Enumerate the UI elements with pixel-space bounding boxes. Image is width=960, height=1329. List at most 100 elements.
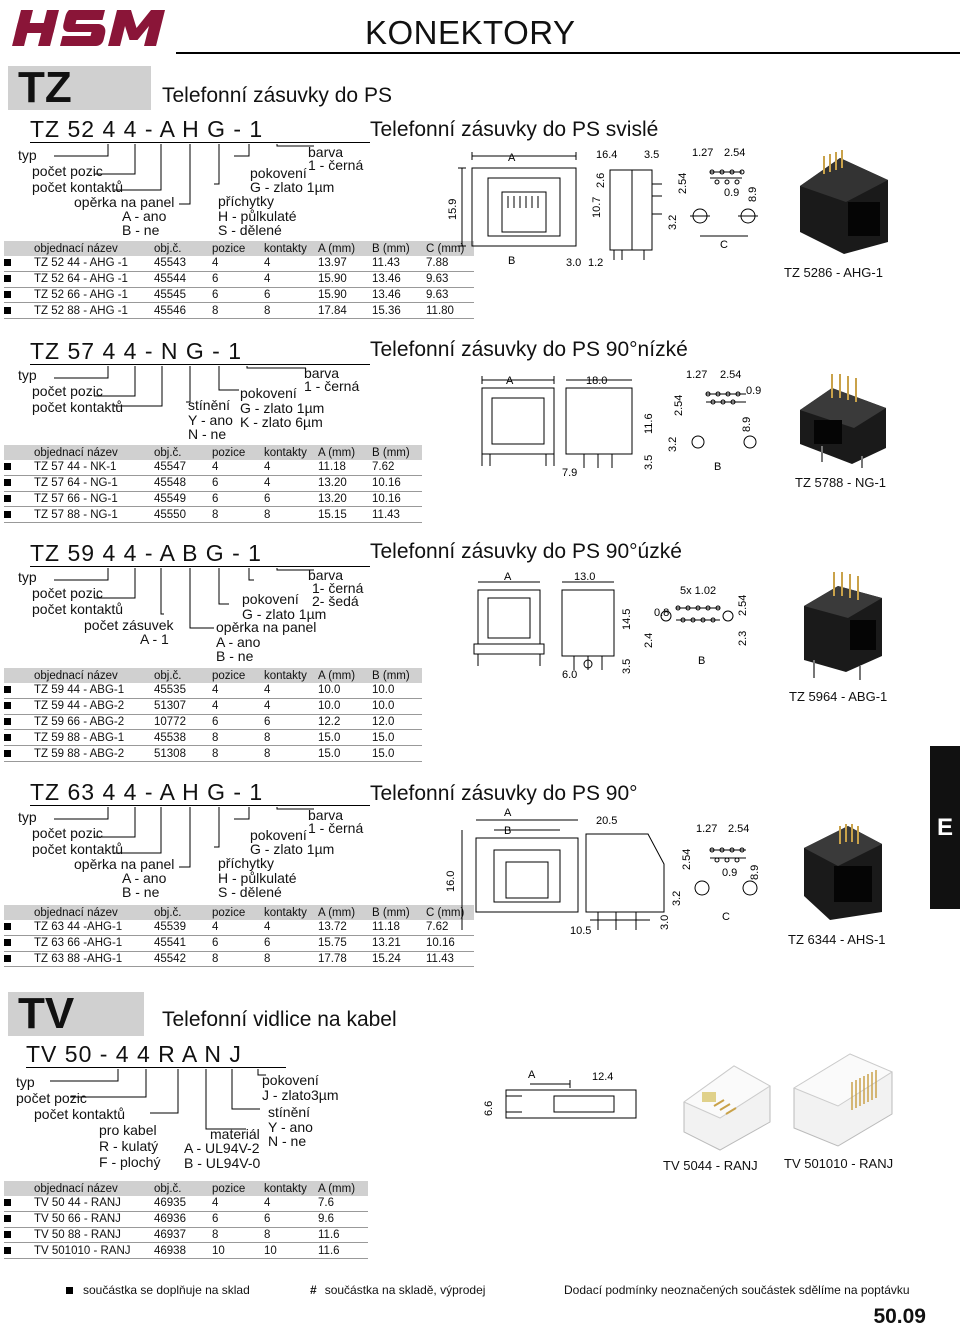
col-header: A (mm) — [314, 668, 368, 683]
category-subtitle: Telefonní zásuvky do PS — [162, 84, 392, 107]
label-operka: opěrka na panel — [74, 194, 175, 210]
order-code-tz63: TZ 63 4 4 - A H G - 1 — [30, 779, 264, 805]
product-caption: TV 501010 - RANJ — [784, 1156, 894, 1171]
col-header: kontakty — [260, 905, 314, 920]
header-rule — [176, 52, 960, 54]
dim-label: 0.9 — [724, 187, 739, 199]
col-header: pozice — [208, 241, 260, 256]
product-photo-tv5044 — [683, 1065, 771, 1151]
dim-label: 2.54 — [673, 395, 685, 416]
label-pocet-kontaktu: počet kontaktů — [32, 399, 124, 415]
label-stineni-n: N - ne — [268, 1133, 307, 1149]
dim-b-label: B — [698, 655, 705, 667]
dim-label: 10.5 — [570, 925, 591, 937]
col-header: C (mm) — [422, 241, 474, 256]
stock-bullet-icon — [4, 954, 11, 962]
dim-label: 6.6 — [484, 1101, 495, 1116]
spec-table-tv50: objednací název obj.č. pozice kontakty A… — [4, 1181, 368, 1260]
order-code-tz57: TZ 57 4 4 - N G - 1 — [30, 338, 242, 364]
stock-bullet-icon — [4, 1246, 11, 1254]
label-barva: barva — [308, 567, 344, 583]
technical-drawing-tz59: A 13.0 6.0 14.5 3.5 5x 1.02 0.8 2.4 2.54… — [473, 571, 749, 681]
label-operka: opěrka na panel — [216, 619, 317, 635]
spec-table-tz52: objednací název obj.č. pozice kontakty A… — [4, 241, 474, 320]
dim-label: 5x 1.02 — [680, 585, 716, 597]
dim-label: 3.0 — [566, 257, 581, 269]
label-barva-1: 1 - černá — [308, 820, 364, 836]
label-pocet-kontaktu: počet kontaktů — [32, 841, 124, 857]
label-pokoveni: pokovení — [262, 1072, 319, 1088]
code-breakdown-lines — [50, 1069, 266, 1130]
label-prichytky: příchytky — [218, 193, 275, 209]
dim-label: 18.0 — [586, 375, 607, 387]
code-breakdown-lines — [54, 144, 314, 205]
dim-a-label: A — [504, 807, 512, 819]
dim-label: 3.5 — [643, 455, 655, 470]
col-header: B (mm) — [368, 668, 422, 683]
label-pokoveni-k: K - zlato 6µm — [240, 414, 323, 430]
stock-bullet-icon — [4, 1199, 11, 1207]
label-pokoveni: pokovení — [242, 591, 299, 607]
label-barva-1: 1- černá — [312, 580, 364, 596]
technical-drawing-tz52: A B 15.9 16.4 3.5 2.6 10.7 3.0 1.2 1.27 … — [448, 147, 759, 269]
label-pokoveni-g: G - zlato 1µm — [242, 606, 327, 622]
label-typ: typ — [18, 147, 37, 163]
label-pocet-pozic: počet pozic — [32, 383, 103, 399]
code-underline — [30, 805, 370, 806]
col-header: pozice — [208, 668, 260, 683]
label-pokoveni: pokovení — [250, 165, 307, 181]
label-barva: barva — [308, 144, 344, 160]
col-header: objednací název — [30, 668, 150, 683]
col-header: obj.č. — [150, 445, 208, 460]
label-operka-b: B - ne — [122, 884, 160, 900]
technical-drawing-tv50: A 12.4 6.6 — [484, 1069, 637, 1119]
product-caption: TV 5044 - RANJ — [663, 1158, 758, 1173]
dim-label: 2.54 — [737, 595, 749, 616]
dim-label: 7.9 — [562, 467, 577, 479]
label-stineni-y: Y - ano — [188, 412, 233, 428]
stock-bullet-icon — [4, 259, 11, 267]
dim-label: 15.9 — [448, 199, 459, 220]
label-material-b: B - UL94V-0 — [184, 1155, 261, 1171]
dim-label: 11.6 — [643, 413, 655, 434]
col-header: objednací název — [30, 905, 150, 920]
label-prichytky-h: H - půlkulaté — [218, 208, 297, 224]
dim-b-label: B — [504, 825, 511, 837]
code-breakdown-lines — [54, 366, 306, 407]
code-breakdown-lines — [54, 807, 314, 868]
product-caption: TZ 5964 - ABG-1 — [789, 689, 888, 704]
section-title-tz52: Telefonní zásuvky do PS svislé — [370, 118, 659, 141]
label-typ: typ — [18, 569, 37, 585]
dim-label: 16.0 — [445, 871, 457, 892]
label-prichytky: příchytky — [218, 855, 275, 871]
dim-label: 3.2 — [667, 437, 679, 452]
stock-bullet-icon — [4, 717, 11, 725]
dim-label: 2.54 — [728, 823, 749, 835]
label-pokoveni-g: G - zlato 1µm — [240, 400, 325, 416]
stock-bullet-icon — [4, 939, 11, 947]
label-pokoveni: pokovení — [250, 827, 307, 843]
technical-drawing-tz57: A 18.0 7.9 11.6 3.5 1.27 2.54 2.54 0.9 8… — [481, 369, 761, 479]
stock-bullet-icon — [66, 1287, 73, 1294]
stock-bullet-icon — [4, 923, 11, 931]
label-pocet-kontaktu: počet kontaktů — [32, 179, 124, 195]
dim-a-label: A — [508, 152, 516, 164]
dim-label: 3.5 — [644, 149, 659, 161]
product-photo-tz5788 — [800, 374, 886, 468]
category-tab-tv: TV — [8, 992, 144, 1036]
dim-label: C — [722, 911, 730, 923]
col-header: A (mm) — [314, 241, 368, 256]
dim-label: 3.0 — [659, 915, 671, 930]
dim-b-label: B — [508, 255, 515, 267]
product-caption: TZ 6344 - AHS-1 — [788, 932, 886, 947]
label-pro-kabel: pro kabel — [99, 1122, 157, 1138]
label-operka-a: A - ano — [122, 208, 167, 224]
label-zasuvek-a: A - 1 — [140, 631, 169, 647]
